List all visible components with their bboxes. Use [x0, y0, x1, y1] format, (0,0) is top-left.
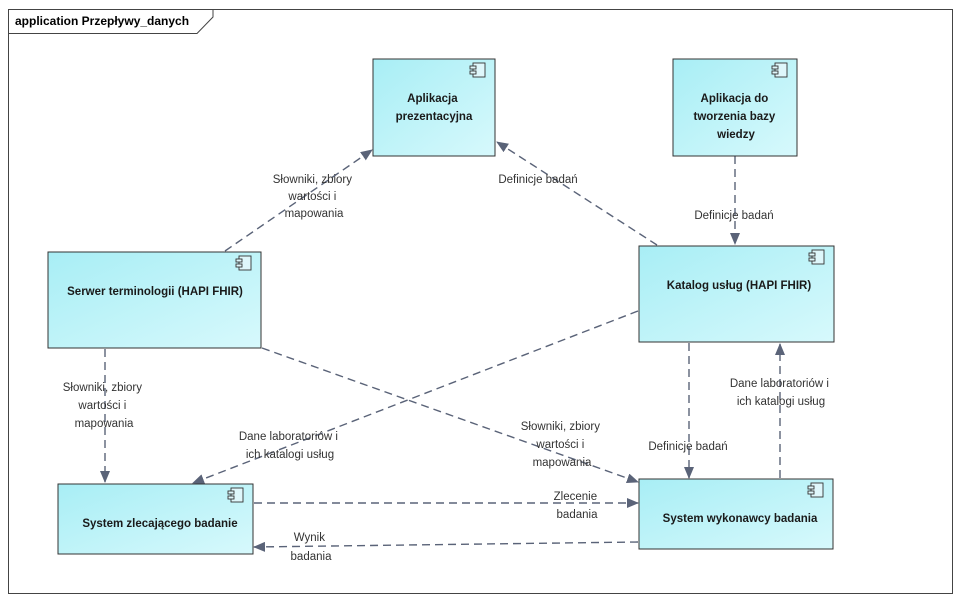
edge-serwer-to-zlecajacego[interactable]: Słowniki, zbiory wartości i mapowania: [63, 349, 145, 483]
component-icon: [807, 482, 824, 498]
edge-zlecajacego-to-wykonawcy[interactable]: Zlecenie badania: [254, 491, 639, 521]
component-katalog-uslug[interactable]: Katalog usług (HAPI FHIR): [638, 245, 835, 343]
component-app-baza-wiedzy[interactable]: Aplikacja do tworzenia bazy wiedzy: [672, 58, 798, 157]
edge-label-wykonawcy-to-zlecajacego: Wynik badania: [291, 532, 333, 563]
component-serwer-terminologii[interactable]: Serwer terminologii (HAPI FHIR): [47, 251, 262, 349]
frame-title: application Przepływy_danych: [15, 14, 189, 28]
edge-label-zlecajacego-to-wykonawcy: Zlecenie badania: [554, 491, 601, 521]
component-system-zlecajacego[interactable]: System zlecającego badanie: [57, 483, 254, 555]
component-system-wykonawcy[interactable]: System wykonawcy badania: [638, 478, 834, 550]
frame: application Przepływy_danych: [8, 9, 953, 594]
component-label: Aplikacja prezentacyjna: [396, 93, 473, 123]
component-icon: [469, 62, 486, 78]
component-app-prezentacyjna[interactable]: Aplikacja prezentacyjna: [372, 58, 496, 157]
edge-label-serwer-to-app: Słowniki, zbiory wartości i mapowania: [273, 174, 355, 220]
edge-label-wykonawcy-to-katalog: Dane laboratoriów i ich katalogi usług: [730, 378, 832, 408]
edge-wykonawcy-to-katalog[interactable]: Dane laboratoriów i ich katalogi usług: [730, 343, 832, 478]
component-label: Katalog usług (HAPI FHIR): [667, 280, 812, 292]
edge-baza-to-katalog[interactable]: Definicje badań: [694, 156, 774, 245]
edge-serwer-to-app[interactable]: Słowniki, zbiory wartości i mapowania: [224, 149, 373, 252]
component-icon: [808, 249, 825, 265]
component-icon: [771, 62, 788, 78]
component-label: Serwer terminologii (HAPI FHIR): [67, 286, 243, 298]
edge-label-katalog-to-app: Definicje badań: [498, 174, 577, 186]
edge-label-katalog-to-wykonawcy: Definicje badań: [648, 441, 727, 453]
component-label: Aplikacja do tworzenia bazy wiedzy: [693, 93, 778, 141]
edge-label-serwer-to-zlecajacego: Słowniki, zbiory wartości i mapowania: [63, 382, 145, 430]
edge-wykonawcy-to-zlecajacego[interactable]: Wynik badania: [253, 532, 639, 563]
edge-label-serwer-to-wykonawcy: Słowniki, zbiory wartości i mapowania: [521, 421, 603, 469]
edge-katalog-to-app[interactable]: Definicje badań: [496, 141, 658, 246]
component-icon: [227, 487, 244, 503]
component-label: System zlecającego badanie: [82, 518, 237, 530]
edge-serwer-to-wykonawcy[interactable]: Słowniki, zbiory wartości i mapowania: [261, 347, 639, 484]
edge-katalog-to-zlecajacego[interactable]: Dane laboratoriów i ich katalogi usług: [192, 310, 639, 484]
edge-label-katalog-to-zlecajacego: Dane laboratoriów i ich katalogi usług: [239, 431, 341, 461]
edges: Słowniki, zbiory wartości i mapowania De…: [63, 141, 832, 563]
component-icon: [235, 255, 252, 271]
edge-label-baza-to-katalog: Definicje badań: [694, 210, 773, 222]
edge-katalog-to-wykonawcy[interactable]: Definicje badań: [648, 343, 728, 479]
component-label: System wykonawcy badania: [663, 513, 818, 525]
